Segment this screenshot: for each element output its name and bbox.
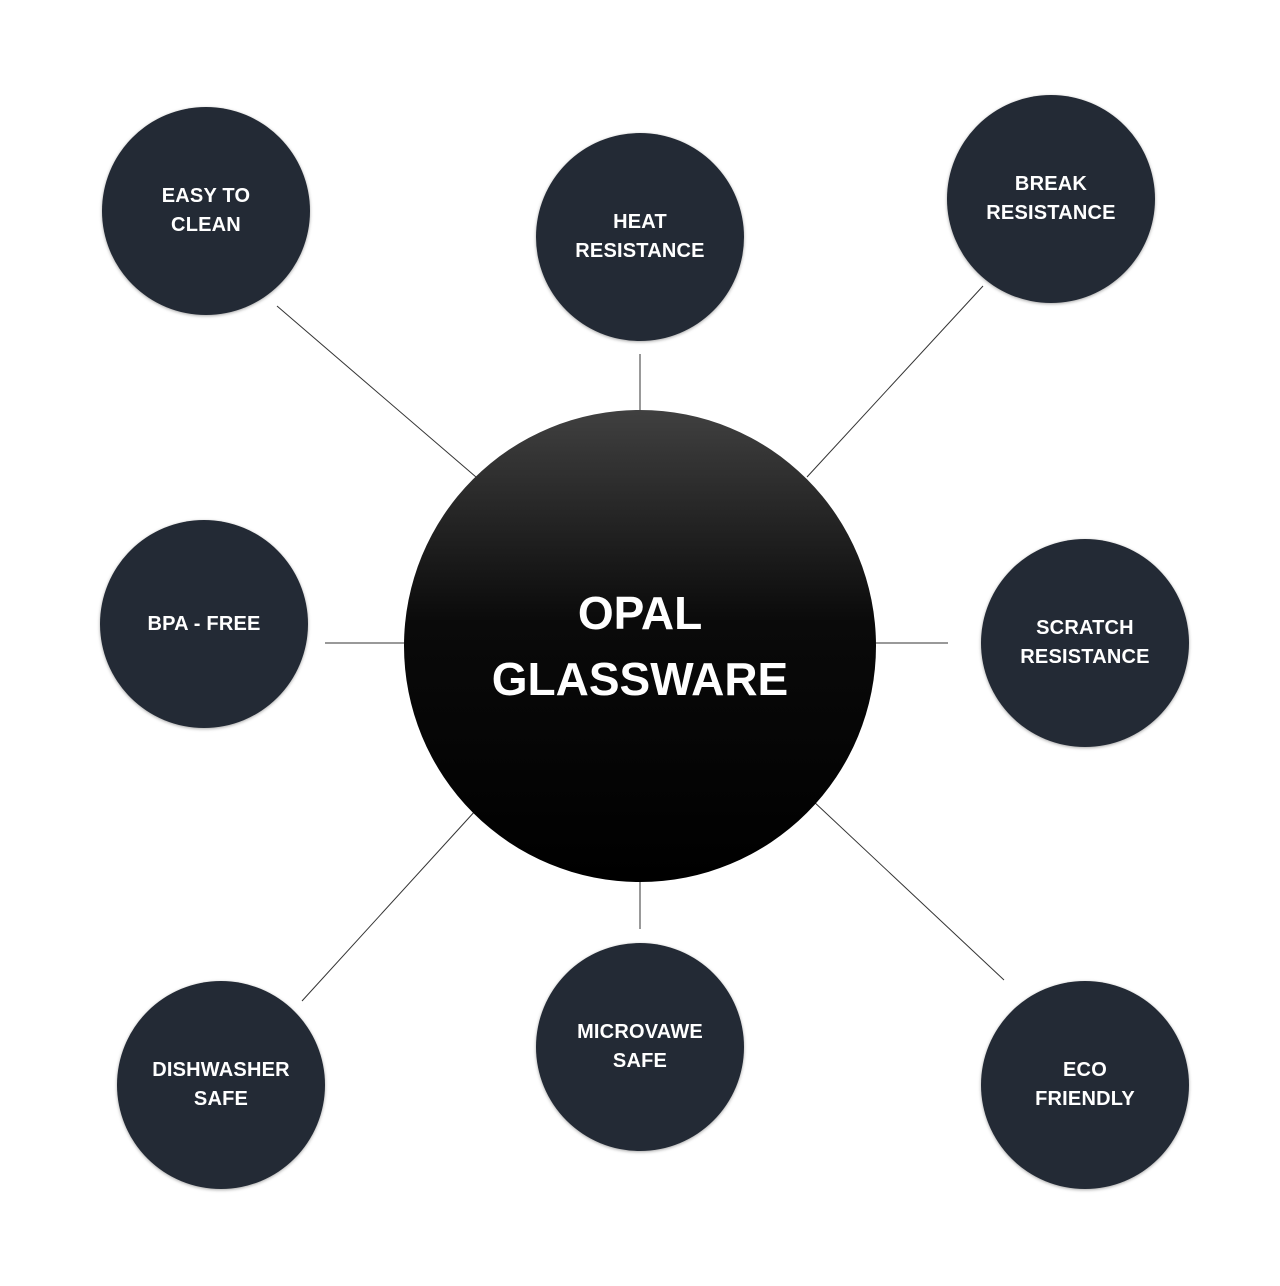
feature-label: HEAT RESISTANCE [575, 211, 705, 262]
connector-dishwasher-safe [301, 809, 477, 1002]
connector-eco-friendly [811, 799, 1005, 981]
feature-break-resistance: BREAK RESISTANCE [947, 95, 1155, 303]
center-node: OPAL GLASSWARE [404, 410, 876, 882]
feature-scratch-resistance: SCRATCH RESISTANCE [981, 539, 1189, 747]
feature-eco-friendly: ECO FRIENDLY [981, 981, 1189, 1189]
connector-break-resistance [806, 285, 984, 478]
feature-label: DISHWASHER SAFE [152, 1059, 290, 1110]
feature-label: MICROVAWE SAFE [577, 1021, 703, 1072]
feature-heat-resistance: HEAT RESISTANCE [536, 133, 744, 341]
feature-dishwasher-safe: DISHWASHER SAFE [117, 981, 325, 1189]
feature-microwave-safe: MICROVAWE SAFE [536, 943, 744, 1151]
feature-label: ECO FRIENDLY [1035, 1059, 1135, 1110]
feature-label: SCRATCH RESISTANCE [1020, 617, 1150, 668]
feature-label: BPA - FREE [147, 612, 261, 635]
feature-label: BREAK RESISTANCE [986, 173, 1116, 224]
feature-label: EASY TO CLEAN [161, 185, 251, 236]
feature-bpa-free: BPA - FREE [100, 520, 308, 728]
feature-easy-to-clean: EASY TO CLEAN [102, 107, 310, 315]
center-label: OPAL GLASSWARE [491, 587, 789, 705]
connector-easy-to-clean [276, 305, 477, 478]
